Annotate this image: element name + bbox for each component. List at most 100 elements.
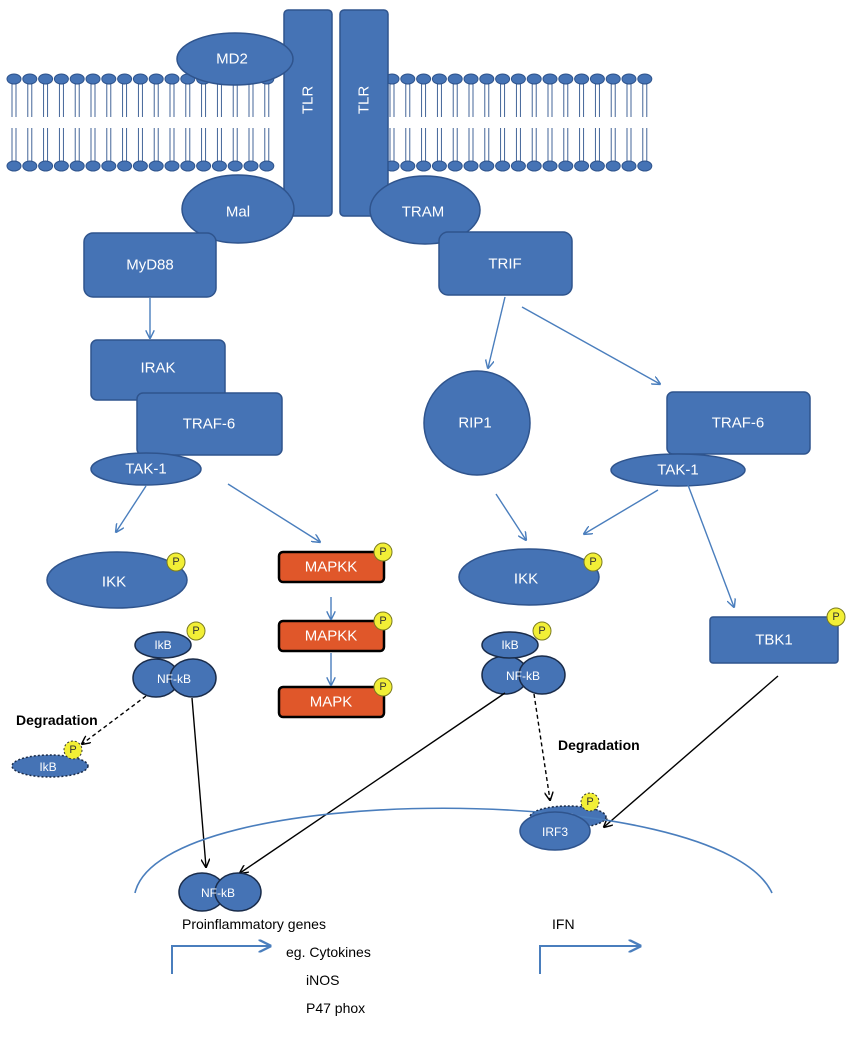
arrow-trif-traf6 — [521, 306, 660, 384]
phospho-degraded-left — [63, 740, 83, 760]
lipid-head — [53, 73, 69, 85]
tbk1-label: TBK1 — [755, 632, 793, 649]
lipid-head — [180, 160, 196, 172]
phospho-mapk — [373, 677, 393, 697]
nfkb-dimer-left-b — [169, 658, 217, 698]
phospho-label: P — [172, 556, 179, 568]
traf6-node-right — [666, 391, 811, 455]
arrow-nfkb-right-nucleus — [240, 692, 506, 873]
lipid-head — [589, 73, 605, 85]
myd88-label: MyD88 — [126, 257, 174, 274]
lipid-head — [196, 160, 212, 172]
transcription-arrow-ifn — [539, 946, 640, 974]
mapkk-label: MAPKK — [305, 628, 358, 645]
lipid-head — [148, 160, 164, 172]
tak1-label-right: TAK-1 — [657, 462, 698, 479]
genes-line-p47phox: P47 phox — [306, 1000, 365, 1016]
lipid-head — [164, 73, 180, 85]
lipid-head — [463, 160, 479, 172]
lipid-head — [447, 160, 463, 172]
genes-line-cytokines: eg. Cytokines — [286, 944, 371, 960]
lipid-head — [558, 160, 574, 172]
phospho-label: P — [538, 625, 545, 637]
phospho-ikk-left — [166, 552, 186, 572]
arrow-degradation-right — [533, 693, 550, 800]
tram-label: TRAM — [402, 204, 445, 221]
lipid-head — [526, 160, 542, 172]
lipid-head — [227, 160, 243, 172]
tlr-receptor-right — [339, 9, 389, 217]
lipid-head — [495, 73, 511, 85]
arrow-tak1-tbk1 — [687, 484, 734, 607]
lipid-head — [22, 160, 38, 172]
phospho-mapkk — [373, 611, 393, 631]
lipid-head — [85, 73, 101, 85]
lipid-head — [621, 73, 637, 85]
lipid-head — [447, 73, 463, 85]
nfkb-nuclear-label: NF-kB — [201, 886, 235, 900]
lipid-head — [605, 73, 621, 85]
mapkkk-node — [277, 550, 386, 584]
phospho-ikb-right — [532, 621, 552, 641]
ikk-label-left: IKK — [102, 574, 126, 591]
mapk-node — [277, 685, 386, 719]
lipid-head — [259, 160, 275, 172]
phospho-tbk1 — [826, 607, 846, 627]
mapk-label: MAPK — [310, 694, 353, 711]
nfkb-dimer-right-b — [518, 655, 566, 695]
degradation-label-right: Degradation — [558, 737, 640, 753]
degraded-ikb-label-left: IkB — [39, 760, 56, 774]
myd88-node — [83, 232, 217, 298]
lipid-head — [542, 160, 558, 172]
phospho-label: P — [379, 546, 386, 558]
irf3-node — [519, 811, 591, 851]
ikb-node-right — [481, 631, 539, 659]
lipid-head — [101, 73, 117, 85]
mapkk-node — [277, 619, 386, 653]
nfkb-label-left: NF-kB — [157, 672, 191, 686]
arrow-trif-rip1 — [488, 296, 506, 368]
cell-membrane — [6, 73, 653, 172]
phospho-label: P — [832, 611, 839, 623]
rip1-node — [423, 370, 531, 476]
lipid-head — [463, 73, 479, 85]
lipid-head — [148, 73, 164, 85]
phospho-label: P — [192, 625, 199, 637]
arrow-tak1-ikk-left — [116, 485, 147, 532]
ikb-label-left: IkB — [154, 638, 171, 652]
lipid-head — [6, 160, 22, 172]
nfkb-label-right: NF-kB — [506, 669, 540, 683]
lipid-head — [38, 73, 54, 85]
lipid-head — [101, 160, 117, 172]
lipid-head — [495, 160, 511, 172]
lipid-head — [479, 160, 495, 172]
lipid-head — [637, 160, 653, 172]
lipid-head — [510, 73, 526, 85]
lipid-head — [6, 73, 22, 85]
lipid-head — [416, 73, 432, 85]
nucleus-envelope — [134, 807, 773, 894]
lipid-head — [69, 73, 85, 85]
lipid-head — [53, 160, 69, 172]
ikk-node-right — [458, 548, 600, 606]
phospho-ikk-right — [583, 552, 603, 572]
ikb-label-right: IkB — [501, 638, 518, 652]
nfkb-nuclear-b — [214, 872, 262, 912]
lipid-head — [132, 160, 148, 172]
mapkkk-label-line1: MAPKK — [305, 559, 358, 576]
genes-title: Proinflammatory genes — [182, 916, 326, 932]
lipid-head — [416, 160, 432, 172]
lipid-head — [558, 73, 574, 85]
lipid-head — [400, 160, 416, 172]
transcription-arrow-proinflammatory — [171, 946, 270, 974]
ifn-label: IFN — [552, 916, 575, 932]
mal-node — [181, 174, 295, 244]
lipid-head — [431, 73, 447, 85]
signal-arrows — [82, 296, 779, 873]
rip1-label: RIP1 — [458, 415, 491, 432]
tlr-receptor-left — [283, 9, 333, 217]
lipid-head — [400, 73, 416, 85]
phospho-label: P — [379, 681, 386, 693]
tak1-label-left: TAK-1 — [125, 461, 166, 478]
